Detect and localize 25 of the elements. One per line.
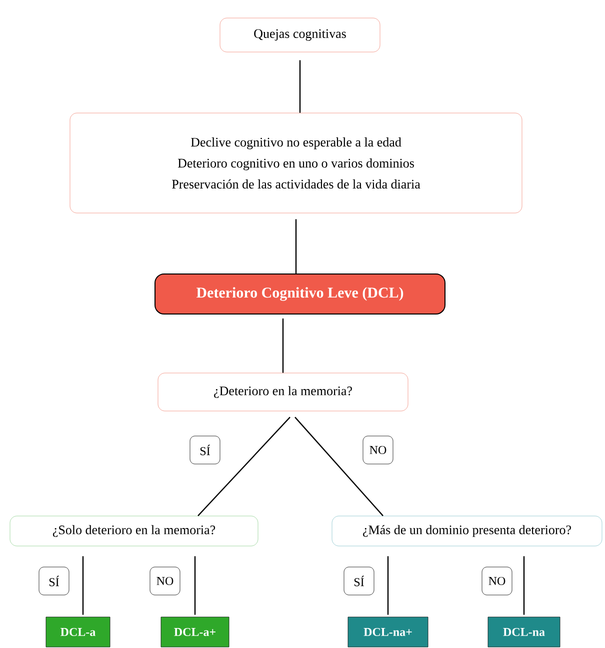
connector-line <box>387 556 389 615</box>
connector-line <box>295 219 297 274</box>
edge-label: SÍ <box>344 566 374 596</box>
edge-label: NO <box>482 566 512 596</box>
question-box: Declive cognitivo no esperable a la edad Deterioro cognitivo en uno o varios dominios Preservación de las actividades de la vida diaria <box>70 112 522 214</box>
connector-line <box>523 556 525 615</box>
edge-label: NO <box>150 566 180 596</box>
edge-label: SÍ <box>190 436 220 464</box>
question-box: Quejas cognitivas <box>220 18 380 52</box>
edge-label: SÍ <box>38 566 70 596</box>
connector-line <box>198 416 290 516</box>
connector-line <box>194 556 196 615</box>
question-box: ¿Deterioro en la memoria? <box>158 372 408 412</box>
connector-line <box>294 416 384 516</box>
connector-line <box>299 60 301 113</box>
connector-line <box>82 556 84 615</box>
connector-line <box>282 318 284 373</box>
subtype-box: DCL-na+ <box>348 616 428 648</box>
question-box: ¿Solo deterioro en la memoria? <box>10 516 258 546</box>
diagnosis-box: Deterioro Cognitivo Leve (DCL) <box>154 274 446 314</box>
subtype-box: DCL-a+ <box>160 616 230 648</box>
subtype-box: DCL-a <box>46 616 110 648</box>
edge-label: NO <box>362 436 394 464</box>
subtype-box: DCL-na <box>488 616 560 648</box>
question-box: ¿Más de un dominio presenta deterioro? <box>332 516 602 546</box>
